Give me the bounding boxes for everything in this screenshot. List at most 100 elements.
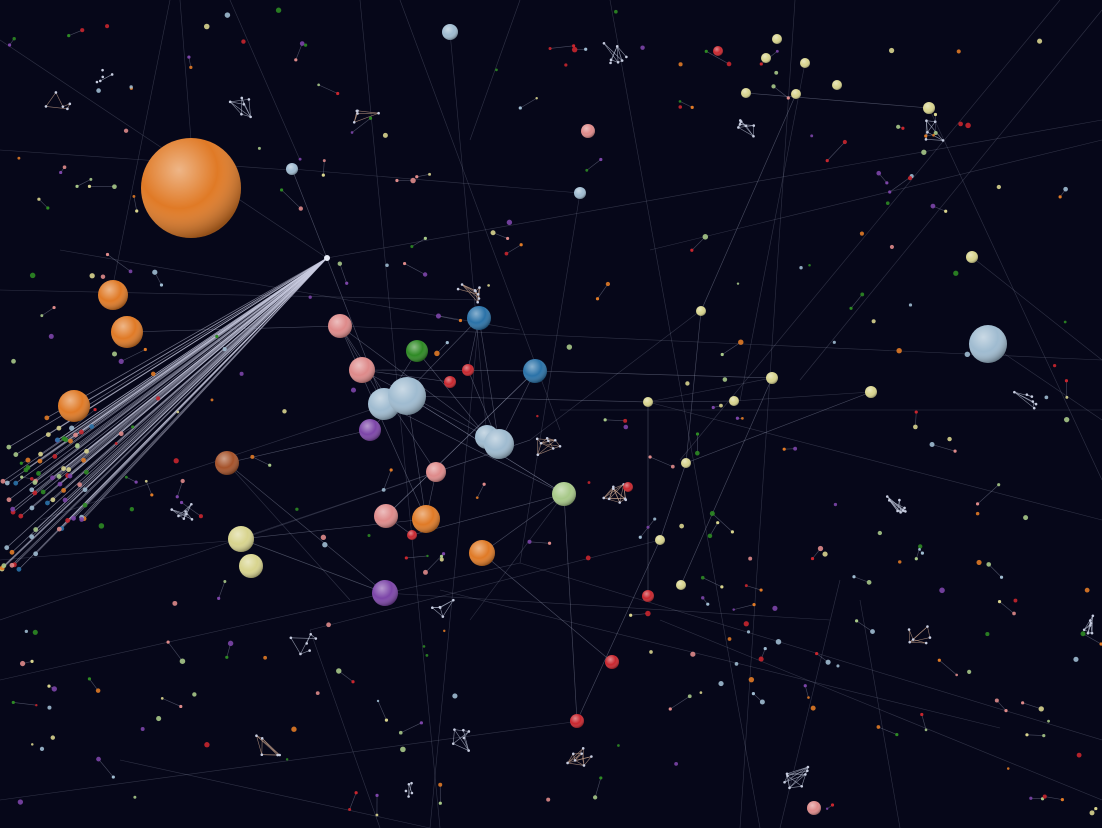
node-sphere[interactable] [772,34,782,44]
node-cluster[interactable] [1013,390,1038,410]
node[interactable] [45,432,51,438]
node[interactable] [24,629,28,634]
node[interactable] [842,139,847,145]
node-sphere[interactable] [328,314,352,338]
node[interactable] [759,588,763,592]
node[interactable] [175,495,179,499]
node[interactable] [298,157,302,161]
node-sphere[interactable] [741,88,751,98]
node[interactable] [738,339,744,345]
node[interactable] [77,482,83,488]
node[interactable] [82,487,88,493]
node[interactable] [871,319,876,324]
node[interactable] [114,442,118,445]
node-cluster[interactable] [289,632,318,656]
node[interactable] [275,7,282,13]
node[interactable] [1,563,7,569]
node[interactable] [1037,38,1043,44]
node[interactable] [584,47,588,51]
node[interactable] [782,447,786,451]
node[interactable] [817,545,824,552]
node[interactable] [438,801,442,805]
node[interactable] [33,551,39,557]
node[interactable] [653,517,657,521]
node[interactable] [920,551,924,555]
node[interactable] [953,449,957,453]
node[interactable] [685,381,690,386]
node[interactable] [294,58,298,62]
node[interactable] [1058,195,1062,199]
node[interactable] [866,580,872,585]
node[interactable] [159,283,164,287]
node[interactable] [354,791,358,795]
node[interactable] [918,544,923,549]
node[interactable] [129,507,135,512]
node[interactable] [151,371,156,377]
node[interactable] [774,70,779,75]
node[interactable] [69,425,75,431]
node[interactable] [59,170,63,175]
node[interactable] [4,545,10,551]
node[interactable] [1025,733,1029,737]
node[interactable] [80,28,85,33]
node[interactable] [0,478,6,484]
node[interactable] [381,487,386,492]
node-sphere[interactable] [676,580,686,590]
node[interactable] [716,521,720,525]
node[interactable] [771,84,776,89]
node[interactable] [419,721,423,725]
node[interactable] [1038,706,1044,712]
node[interactable] [336,668,342,674]
node-sphere[interactable] [467,306,491,330]
node[interactable] [1004,709,1008,713]
node[interactable] [997,600,1002,604]
node[interactable] [423,569,428,575]
node[interactable] [719,403,723,408]
node[interactable] [617,744,620,747]
node[interactable] [506,219,513,226]
node[interactable] [143,347,147,352]
node[interactable] [702,234,709,240]
node[interactable] [320,534,327,541]
node[interactable] [47,684,51,688]
node[interactable] [947,436,952,442]
node[interactable] [79,517,85,522]
node[interactable] [548,46,552,51]
node[interactable] [860,292,865,297]
node[interactable] [695,450,700,456]
node[interactable] [50,497,56,503]
node[interactable] [810,705,816,711]
node[interactable] [933,130,938,135]
node[interactable] [924,134,928,138]
node[interactable] [156,396,161,401]
node[interactable] [711,405,715,410]
node[interactable] [898,560,902,564]
node[interactable] [772,605,778,611]
node[interactable] [585,168,589,172]
node-sphere[interactable] [696,306,706,316]
node[interactable] [670,464,675,469]
node[interactable] [118,358,124,365]
node[interactable] [1044,395,1049,400]
node[interactable] [487,284,490,287]
node[interactable] [367,534,371,538]
node[interactable] [4,480,10,486]
node[interactable] [295,507,299,511]
node[interactable] [83,469,89,475]
node[interactable] [599,776,603,780]
node[interactable] [50,735,56,740]
node-sphere[interactable] [412,505,440,533]
node[interactable] [475,496,479,500]
node[interactable] [38,451,43,457]
node[interactable] [504,251,509,256]
node[interactable] [985,632,990,637]
node[interactable] [720,585,724,589]
node[interactable] [55,437,60,443]
node[interactable] [614,9,618,14]
node[interactable] [994,698,999,703]
node[interactable] [986,562,992,567]
node-sphere[interactable] [642,590,654,602]
node[interactable] [907,176,913,181]
node-sphere[interactable] [349,357,375,383]
node-sphere[interactable] [58,390,90,422]
